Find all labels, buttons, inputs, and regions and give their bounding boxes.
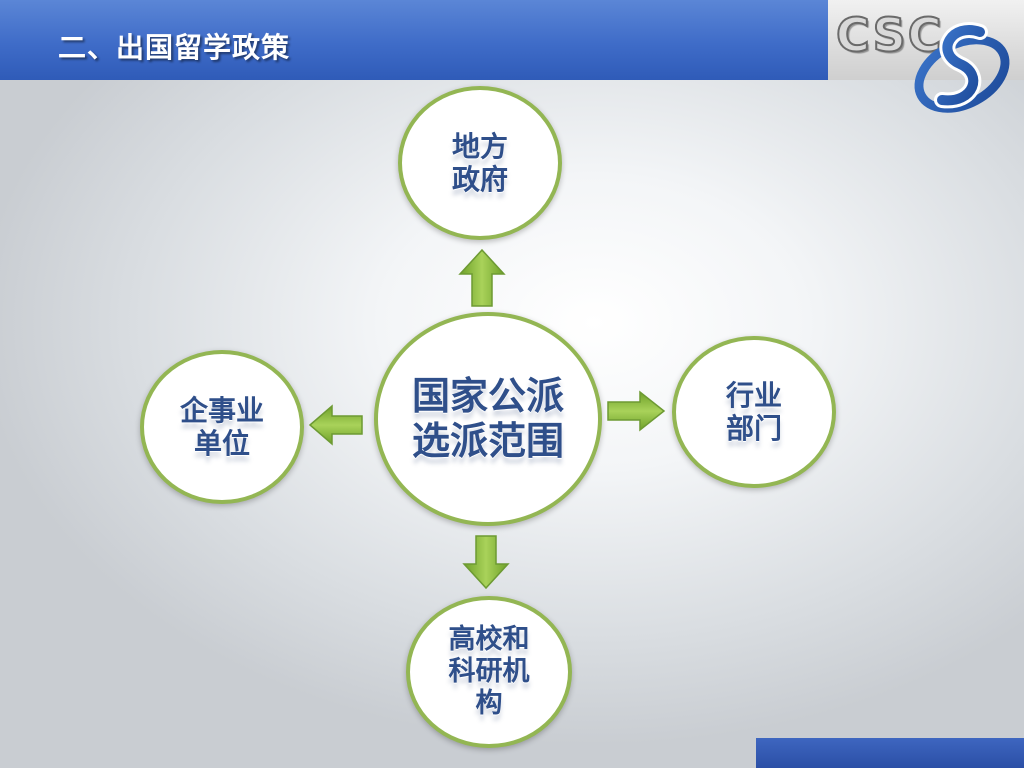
node-label-line: 部门 [725, 412, 782, 445]
node-universities-research: 高校和 科研机 构 [406, 596, 572, 748]
node-label-line: 科研机 [448, 656, 530, 688]
csc-emblem-icon [914, 22, 1010, 113]
center-label-line: 选派范围 [411, 419, 564, 463]
title-bar: 二、出国留学政策 [0, 0, 828, 80]
node-center-selection-scope: 国家公派 选派范围 [374, 312, 602, 526]
footer-accent-bar [756, 738, 1024, 768]
csc-logo-text: CSC [835, 7, 944, 63]
node-label-line: 构 [475, 687, 503, 719]
green-arrow-icon-right [607, 390, 666, 432]
node-label-line: 行业 [725, 378, 782, 412]
center-label-line: 国家公派 [411, 374, 564, 419]
node-enterprises-institutions: 企事业 单位 [140, 350, 304, 504]
node-label-line: 单位 [193, 427, 250, 460]
node-label-line: 企事业 [179, 393, 264, 427]
node-industry-departments: 行业 部门 [672, 336, 836, 488]
node-label-line: 地方 [451, 129, 508, 163]
green-arrow-icon-left [308, 404, 363, 446]
node-local-government: 地方 政府 [398, 86, 562, 240]
node-label-line: 政府 [451, 163, 508, 196]
slide-title: 二、出国留学政策 [58, 31, 291, 64]
node-label-line: 高校和 [448, 624, 530, 656]
green-arrow-icon-down [462, 535, 510, 590]
green-arrow-icon-up [458, 248, 506, 307]
